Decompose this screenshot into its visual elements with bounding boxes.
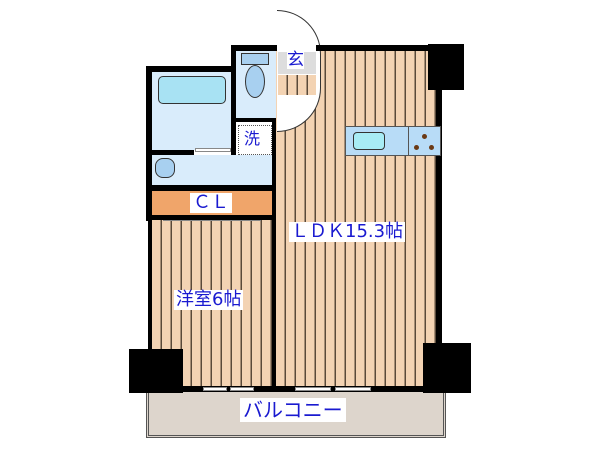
- washbasin-icon: [155, 158, 175, 178]
- stove-burner-icon: [429, 145, 434, 150]
- stove-burner-icon: [414, 145, 419, 150]
- wall-left-upper: [146, 66, 152, 221]
- entrance-floor: [278, 75, 316, 95]
- window-western-1: [203, 387, 227, 391]
- wall-bath-bottom: [152, 150, 194, 155]
- pillar-bottom-left: [129, 349, 183, 393]
- pillar-bottom-right: [423, 343, 471, 393]
- toilet-tank-icon: [241, 53, 269, 65]
- wall-top-bath: [146, 66, 236, 72]
- wall-closet-top: [146, 185, 276, 191]
- pillar-top-right: [428, 44, 464, 90]
- western-room-label: 洋室6帖: [174, 289, 244, 310]
- ldk-label: ＬＤＫ15.3帖: [289, 221, 406, 242]
- entrance-label: 玄: [287, 50, 304, 70]
- laundry-label: 洗: [244, 129, 261, 148]
- window-ldk-2: [335, 387, 371, 391]
- bathtub-icon: [158, 76, 226, 104]
- bath-door: [195, 148, 231, 152]
- wall-middle: [272, 120, 276, 390]
- wall-toilet-top: [231, 45, 277, 51]
- wall-toilet-bottom: [236, 118, 276, 122]
- wall-closet-bottom: [146, 215, 276, 220]
- wall-bottom: [146, 386, 442, 392]
- closet-label: ＣＬ: [190, 193, 232, 213]
- laundry-space: [238, 125, 272, 155]
- window-western-2: [230, 387, 254, 391]
- wall-right: [436, 45, 442, 390]
- window-ldk-1: [295, 387, 331, 391]
- wall-ldk-top: [316, 45, 436, 51]
- stove-burner-icon: [422, 134, 427, 139]
- toilet-bowl-icon: [245, 65, 265, 98]
- stove-divider: [408, 126, 409, 156]
- wall-toilet-left: [231, 45, 236, 155]
- sink-icon: [353, 132, 385, 150]
- wall-left-lower: [148, 220, 152, 390]
- balcony-label: バルコニー: [240, 398, 346, 422]
